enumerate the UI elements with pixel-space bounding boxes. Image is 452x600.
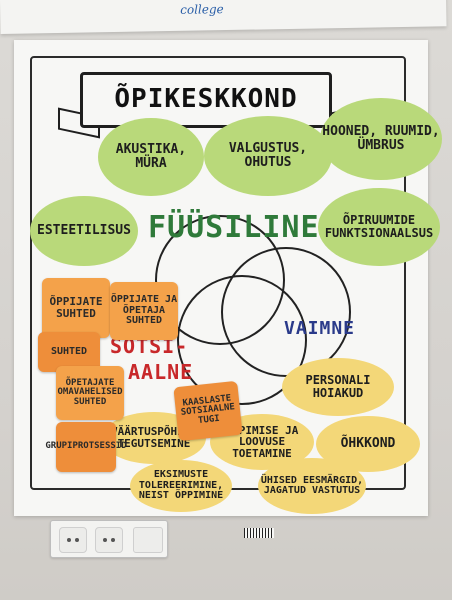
venn-circle-physical <box>155 215 285 345</box>
venn-circle-social <box>177 275 307 405</box>
bubble-acoustics: AKUSTIKA, MÜRA <box>98 118 204 196</box>
bubble-shared-goals: ÜHISED EESMÄRGID, JAGATUD VASTUTUS <box>258 458 366 514</box>
note-learner-teacher-relations: ÕPPIJATE JA ÕPETAJA SUHTED <box>110 282 178 340</box>
note-relations: SUHTED <box>38 332 100 372</box>
venn-diagram <box>155 215 351 405</box>
note-learner-relations: ÕPPIJATE SUHTED <box>42 278 110 338</box>
outlet-socket-2 <box>95 527 123 553</box>
outlet-switch <box>133 527 163 553</box>
outlet-socket-1 <box>59 527 87 553</box>
bubble-mistake-tolerance: EKSIMUSTE TOLEREERIMINE, NEIST ÕPPIMINE <box>130 460 232 512</box>
bubble-buildings-rooms: HOONED, RUUMID, ÜMBRUS <box>320 98 442 180</box>
note-teacher-relations: ÕPETAJATE OMAVAHELISED SUHTED <box>56 366 124 420</box>
category-social-part2: AALNE <box>128 360 194 384</box>
wall-power-outlet <box>50 520 168 558</box>
bubble-lighting-safety: VALGUSTUS, OHUTUS <box>204 116 332 196</box>
category-physical: FÜÜSILINE <box>148 210 320 245</box>
top-poster-logo-text: college <box>180 2 224 17</box>
venn-circle-mental <box>221 247 351 377</box>
paper-barcode-sticker <box>244 528 274 538</box>
page-title: ÕPIKESKKOND <box>114 84 298 114</box>
category-mental: VAIMNE <box>284 318 356 339</box>
note-group-processes: GRUPIPROTSESSID <box>45 422 127 472</box>
flipchart-paper: ÕPIKESKKOND AKUSTIKA, MÜRA VALGUSTUS, OH… <box>14 40 442 538</box>
bubble-staff-attitudes: PERSONALI HOIAKUD <box>282 358 394 416</box>
bubble-room-functionality: ÕPIRUUMIDE FUNKTSIONAALSUS <box>318 188 440 266</box>
note-peer-social-support: KAASLASTE SOTSIAALNE TUGI <box>173 380 243 442</box>
bubble-aesthetics: ESTEETILISUS <box>30 196 138 266</box>
